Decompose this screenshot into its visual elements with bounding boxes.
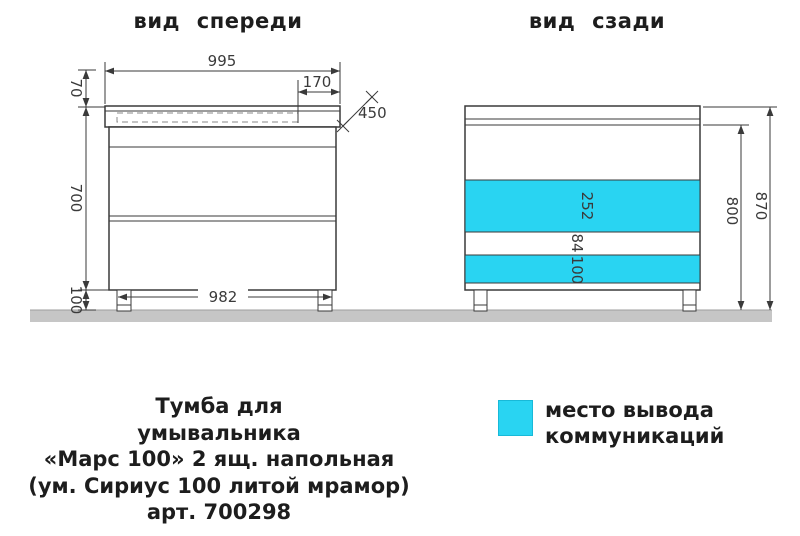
dim-70-label: 70 bbox=[67, 78, 85, 97]
front-view-drawing: 995 170 450 bbox=[67, 52, 387, 314]
back-leg-right bbox=[682, 289, 697, 312]
dim-870-label: 870 bbox=[752, 192, 770, 221]
dim-995-width: 995 bbox=[104, 52, 341, 104]
legend-color-swatch bbox=[498, 400, 533, 436]
dim-left-vertical: 70 700 100 bbox=[67, 69, 109, 315]
back-leg-left bbox=[473, 289, 488, 312]
front-leg-right bbox=[317, 289, 333, 312]
back-comm-band-lower bbox=[464, 254, 701, 284]
dim-982-mask bbox=[198, 289, 248, 305]
dim-700-label: 700 bbox=[67, 184, 85, 213]
dim-982-label: 982 bbox=[209, 288, 238, 306]
dim-982-width-legs: 982 bbox=[118, 288, 332, 306]
dim-995-label: 995 bbox=[208, 52, 237, 70]
caption-line-2: умывальника bbox=[137, 420, 301, 445]
front-cabinet-body bbox=[108, 126, 337, 291]
dim-450-depth: 450 bbox=[336, 90, 387, 133]
drawing-canvas: вид спереди вид сзади bbox=[30, 9, 777, 322]
legend-line-1: место вывода bbox=[545, 398, 714, 422]
dim-252-label: 252 bbox=[578, 192, 596, 221]
dim-100-lower-label: 100 bbox=[568, 256, 586, 285]
dim-170-offset: 170 bbox=[297, 73, 340, 123]
back-view-title: вид сзади bbox=[529, 9, 665, 33]
product-caption: Тумба для умывальника «Марс 100» 2 ящ. н… bbox=[0, 393, 438, 526]
caption-line-4: (ум. Сириус 100 литой мрамор) bbox=[28, 473, 410, 498]
dim-800-label: 800 bbox=[723, 197, 741, 226]
caption-line-1: Тумба для bbox=[155, 394, 283, 418]
front-view-title: вид спереди bbox=[134, 9, 303, 33]
dim-100-label: 100 bbox=[67, 286, 85, 315]
caption-line-3: «Марс 100» 2 ящ. напольная bbox=[43, 447, 395, 471]
back-view-drawing: 252 84 100 800 870 bbox=[464, 105, 777, 312]
dim-right-vertical: 800 870 bbox=[703, 106, 777, 310]
legend: место вывода коммуникаций bbox=[498, 397, 724, 449]
floor-rect bbox=[30, 310, 772, 322]
floor-strip bbox=[30, 309, 772, 322]
dim-170-label: 170 bbox=[303, 73, 332, 91]
legend-text: место вывода коммуникаций bbox=[545, 397, 724, 449]
dim-84-label: 84 bbox=[568, 233, 586, 252]
front-leg-left bbox=[116, 289, 132, 312]
dim-450-label: 450 bbox=[358, 104, 387, 122]
legend-line-2: коммуникаций bbox=[545, 424, 725, 448]
back-comm-band-upper bbox=[464, 179, 701, 233]
front-countertop bbox=[104, 105, 341, 128]
caption-article-number: арт. 700298 bbox=[146, 500, 292, 524]
